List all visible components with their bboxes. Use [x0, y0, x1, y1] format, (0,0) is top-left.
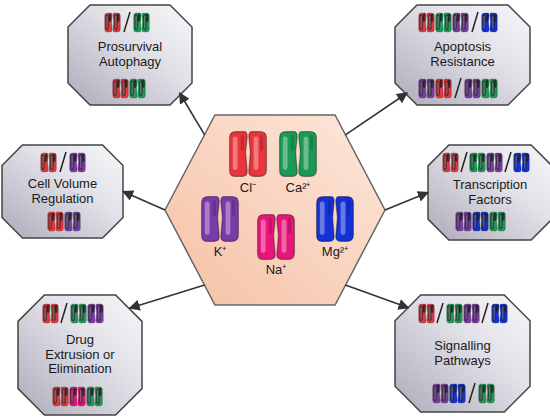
text-slot: Transcription Factors — [440, 178, 540, 208]
text-slot: Ca²⁺ — [286, 181, 311, 196]
octagon-shape — [2, 145, 123, 238]
outcome-label: Cell Volume Regulation — [15, 177, 110, 207]
ion-label: Cl⁻ — [240, 181, 256, 196]
arrow-connector — [130, 285, 205, 308]
text-slot: Apoptosis Resistance — [413, 40, 513, 70]
hexagon-shape — [165, 115, 385, 305]
arrow-connector — [385, 193, 428, 211]
text-slot: Prosurvival Autophagy — [80, 40, 180, 70]
outcome-label: Drug Extrusion or Elimination — [39, 333, 121, 378]
text-slot: Signalling Pathways — [413, 339, 513, 369]
octagon-shape — [68, 5, 192, 105]
text-slot: Cell Volume Regulation — [15, 177, 110, 207]
ion-label: K⁺ — [214, 245, 227, 260]
text-slot: Cl⁻ — [240, 181, 256, 196]
ion-label: Mg²⁺ — [322, 245, 348, 260]
octagon-shape — [428, 145, 550, 240]
octagon-shape — [395, 5, 530, 105]
arrow-connector — [345, 93, 407, 135]
outcome-octagon: Prosurvival Autophagy — [68, 5, 192, 105]
ion-hexagon: Cl⁻ Ca²⁺ K⁺ Na⁺ Mg²⁺ — [165, 115, 385, 305]
outcome-label: Apoptosis Resistance — [413, 40, 513, 70]
outcome-octagon: Drug Extrusion or Elimination — [18, 295, 142, 415]
outcome-octagon: Transcription Factors — [428, 145, 550, 240]
text-slot: K⁺ — [214, 245, 227, 260]
outcome-label: Prosurvival Autophagy — [80, 40, 180, 70]
outcome-label: Transcription Factors — [440, 178, 540, 208]
outcome-octagon: Signalling Pathways — [395, 295, 530, 412]
arrow-connector — [123, 192, 165, 211]
outcome-octagon: Apoptosis Resistance — [395, 5, 530, 105]
text-slot: Mg²⁺ — [322, 245, 348, 260]
outcome-label: Signalling Pathways — [413, 339, 513, 369]
octagon-shape — [395, 295, 530, 412]
text-slot: Drug Extrusion or Elimination — [39, 333, 121, 378]
arrow-connector — [345, 285, 408, 308]
ion-label: Ca²⁺ — [286, 181, 311, 196]
text-slot: Na⁺ — [266, 263, 287, 278]
ion-label: Na⁺ — [266, 263, 287, 278]
arrow-connector — [180, 93, 205, 135]
outcome-octagon: Cell Volume Regulation — [2, 145, 123, 238]
octagon-shape — [18, 295, 142, 415]
